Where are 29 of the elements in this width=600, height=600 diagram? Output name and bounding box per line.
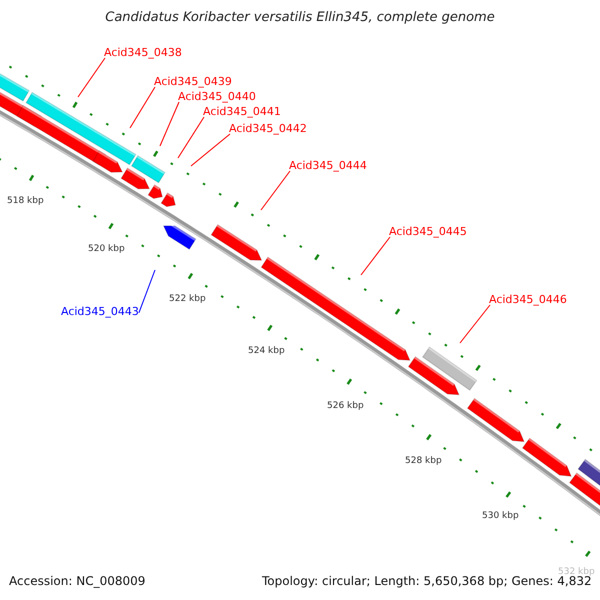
title: Candidatus Koribacter versatilis Ellin345, complete genome <box>104 11 496 24</box>
gene-label: Acid345_0443 <box>61 305 139 318</box>
genome-summary-text: Topology: circular; Length: 5,650,368 bp; Genes: 4,832 <box>262 575 592 588</box>
gene-label: Acid345_0442 <box>229 122 307 135</box>
scale-label: 520 kbp <box>88 243 125 256</box>
gene-label: Acid345_0439 <box>154 75 232 88</box>
leader-line <box>78 58 106 98</box>
leader-line <box>130 86 156 128</box>
leader-line <box>138 270 156 314</box>
gene-label: Acid345_0441 <box>203 105 281 118</box>
gene-label: Acid345_0440 <box>178 90 256 103</box>
gene-label: Acid345_0438 <box>104 46 182 59</box>
leader-line <box>460 304 490 344</box>
scale-label: 518 kbp <box>7 195 44 208</box>
scale-label: 532 kbp <box>558 566 595 577</box>
leader-line <box>260 170 290 210</box>
leader-line <box>178 116 204 158</box>
leader-line <box>190 134 230 166</box>
gene-label: Acid345_0444 <box>289 159 367 172</box>
scale-label: 530 kbp <box>482 510 519 523</box>
scale-label: 528 kbp <box>405 455 442 468</box>
gene-label: Acid345_0445 <box>389 225 467 238</box>
leader-line <box>160 102 180 146</box>
leader-line <box>360 236 390 276</box>
gene-label: Acid345_0446 <box>489 293 567 306</box>
scale-label: 526 kbp <box>327 400 364 413</box>
scale-label: 524 kbp <box>248 345 285 358</box>
accession-text: Accession: NC_008009 <box>9 575 146 588</box>
scale-label: 522 kbp <box>169 293 206 306</box>
